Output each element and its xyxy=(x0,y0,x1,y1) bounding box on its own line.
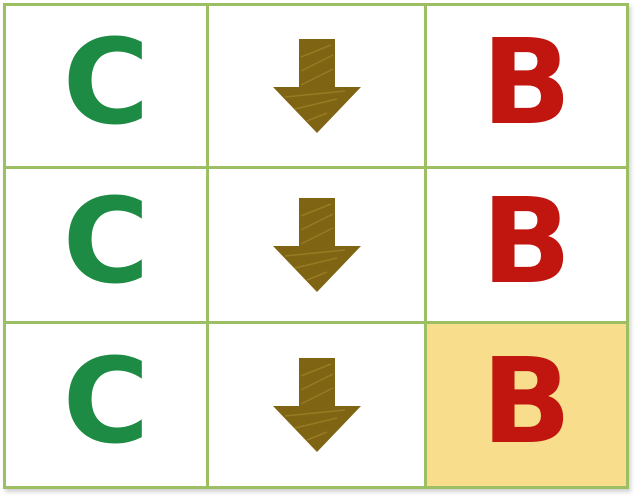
letter-c: C xyxy=(62,13,150,151)
arrow-down-icon xyxy=(271,356,363,454)
cell-r2-c0[interactable]: C xyxy=(6,324,206,486)
cell-r0-c0[interactable]: C xyxy=(6,6,206,166)
cell-r1-c2[interactable]: B xyxy=(427,169,626,321)
arrow-down-icon xyxy=(271,37,363,135)
grid-line-vertical xyxy=(424,3,427,489)
cell-r0-c2[interactable]: B xyxy=(427,6,626,166)
cell-r0-c1[interactable] xyxy=(209,6,424,166)
cell-r1-c1[interactable] xyxy=(209,169,424,321)
letter-c: C xyxy=(62,172,150,310)
game-board: C B C xyxy=(3,3,629,489)
arrow-down-icon xyxy=(271,196,363,294)
cell-r2-c2-highlighted[interactable]: B xyxy=(427,324,626,486)
letter-c: C xyxy=(62,332,150,470)
grid-line-horizontal xyxy=(3,166,629,169)
letter-b: B xyxy=(481,332,572,470)
grid-line-horizontal xyxy=(3,321,629,324)
letter-b: B xyxy=(481,13,572,151)
letter-b: B xyxy=(481,172,572,310)
cell-r2-c1[interactable] xyxy=(209,324,424,486)
cell-r1-c0[interactable]: C xyxy=(6,169,206,321)
grid-line-vertical xyxy=(206,3,209,489)
